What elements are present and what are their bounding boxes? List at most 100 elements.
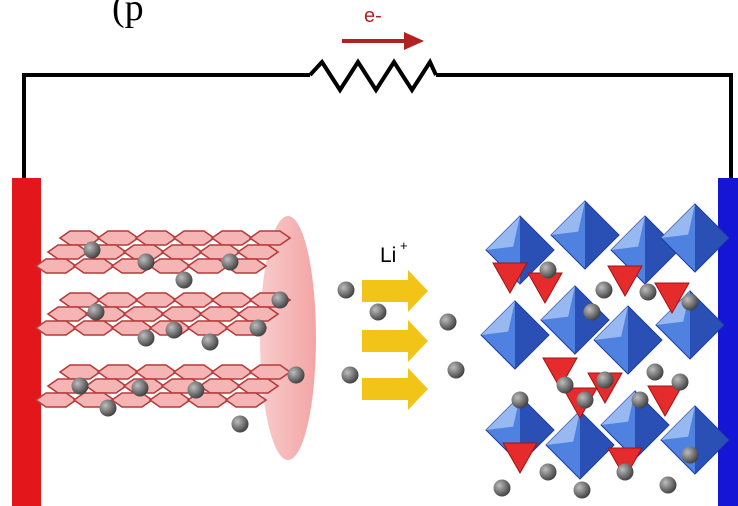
graphite-hexagon: [148, 258, 192, 274]
octahedron-shade: [520, 216, 554, 284]
graphite-hexagon: [122, 306, 166, 322]
lithium-ion-ball: [616, 463, 634, 481]
lithium-ion-ball: [511, 391, 529, 409]
graphite-hexagon: [58, 364, 102, 380]
lithium-ion-ball: [573, 481, 591, 499]
tetrahedron: [654, 282, 690, 315]
lithium-ion-ball: [99, 399, 117, 417]
lithium-ion-ball: [87, 303, 105, 321]
graphite-hexagon: [224, 392, 268, 408]
graphite-hexagon: [110, 392, 154, 408]
lithium-ion-ball: [287, 366, 305, 384]
graphite-hexagon: [46, 306, 90, 322]
octahedron-shade: [628, 306, 662, 374]
resistor: [308, 57, 438, 94]
lithium-ion-ball: [175, 271, 193, 289]
lithium-ion-ball: [165, 321, 183, 339]
octahedron-highlight: [486, 396, 520, 430]
tetrahedron: [542, 357, 578, 390]
cathode-electrode: [718, 178, 738, 506]
graphite-hexagon: [248, 230, 292, 246]
graphite-hexagon: [198, 306, 242, 322]
octahedron-shade: [585, 201, 619, 269]
lithium-ion-ball: [71, 377, 89, 395]
tetrahedron: [647, 385, 683, 418]
tetrahedron: [492, 262, 528, 295]
graphite-hexagon: [172, 230, 216, 246]
ion-flow-arrows: [362, 270, 428, 410]
lithium-ion-ball: [659, 476, 677, 494]
lithium-ion-charge: +: [400, 238, 408, 253]
graphite-hexagon: [236, 244, 280, 260]
lithium-ion-ball: [681, 293, 699, 311]
ion-arrow-top: [362, 270, 428, 312]
lithium-ion-ball: [556, 376, 574, 394]
octahedron-shade: [635, 391, 669, 459]
octahedron-shade: [695, 406, 729, 474]
ion-arrow-bottom: [362, 368, 428, 410]
electron-label: e-: [364, 5, 382, 27]
graphite-hexagon: [96, 230, 140, 246]
graphite-hexagon: [72, 320, 116, 336]
graphite-hexagon: [248, 364, 292, 380]
lithium-ion-ball: [341, 366, 359, 384]
partial-caption-text: (p: [112, 0, 144, 29]
lithium-ion-ball: [221, 253, 239, 271]
lithium-ion-ball: [595, 281, 613, 299]
octahedron-highlight: [541, 286, 575, 320]
graphite-hexagon: [46, 244, 90, 260]
graphite-hexagon: [96, 364, 140, 380]
graphite-hexagon: [160, 306, 204, 322]
lithium-ion-ball: [187, 381, 205, 399]
graphite-hexagon: [134, 364, 178, 380]
cathode-crystal: [480, 200, 730, 480]
graphite-hexagon: [148, 392, 192, 408]
octahedron-highlight: [661, 406, 695, 440]
lithium-ion-ball: [447, 361, 465, 379]
graphite-hexagon: [236, 378, 280, 394]
octahedron-highlight: [601, 391, 635, 425]
graphite-hexagon: [34, 392, 78, 408]
graphite-hexagon: [210, 230, 254, 246]
octahedron-shade: [515, 301, 549, 369]
lithium-ion-ball: [583, 303, 601, 321]
ion-arrow-middle: [362, 320, 428, 362]
lithium-ion-ball: [439, 313, 457, 331]
graphite-hexagon: [134, 292, 178, 308]
graphite-hexagon: [72, 258, 116, 274]
lithium-ion-ball: [539, 261, 557, 279]
octahedron-shade: [695, 204, 729, 272]
octahedron-shade: [690, 291, 724, 359]
octahedron-highlight: [546, 411, 580, 445]
tetrahedron: [607, 265, 643, 298]
lithium-ion-ball: [539, 463, 557, 481]
tetrahedron: [502, 442, 538, 475]
graphite-hexagon: [96, 292, 140, 308]
octahedron-highlight: [551, 201, 585, 235]
circuit-wire: [22, 73, 310, 180]
anode-electrode: [12, 178, 41, 506]
lithium-ion-ball: [369, 303, 387, 321]
lithium-ion-ball: [137, 253, 155, 271]
octahedron-shade: [580, 411, 614, 479]
graphite-hexagon: [186, 320, 230, 336]
lithium-ion-ball: [639, 283, 657, 301]
lithium-ion-ball: [646, 363, 664, 381]
graphite-edge-ellipse: [260, 216, 316, 460]
graphite-hexagon: [34, 320, 78, 336]
lithium-ion-ball: [271, 291, 289, 309]
graphite-hexagon: [134, 230, 178, 246]
tetrahedron: [607, 447, 643, 480]
lithium-ion-ball: [631, 391, 649, 409]
lithium-ions: [71, 241, 699, 499]
lithium-ion-label: Li: [380, 244, 396, 267]
graphite-hexagon: [210, 292, 254, 308]
lithium-ion-ball: [576, 391, 594, 409]
graphite-hexagon: [236, 306, 280, 322]
graphite-hexagon: [172, 292, 216, 308]
octahedron-highlight: [486, 216, 520, 250]
lithium-ion-ball: [83, 241, 101, 259]
graphite-hexagon: [172, 364, 216, 380]
lithium-ion-ball: [671, 373, 689, 391]
